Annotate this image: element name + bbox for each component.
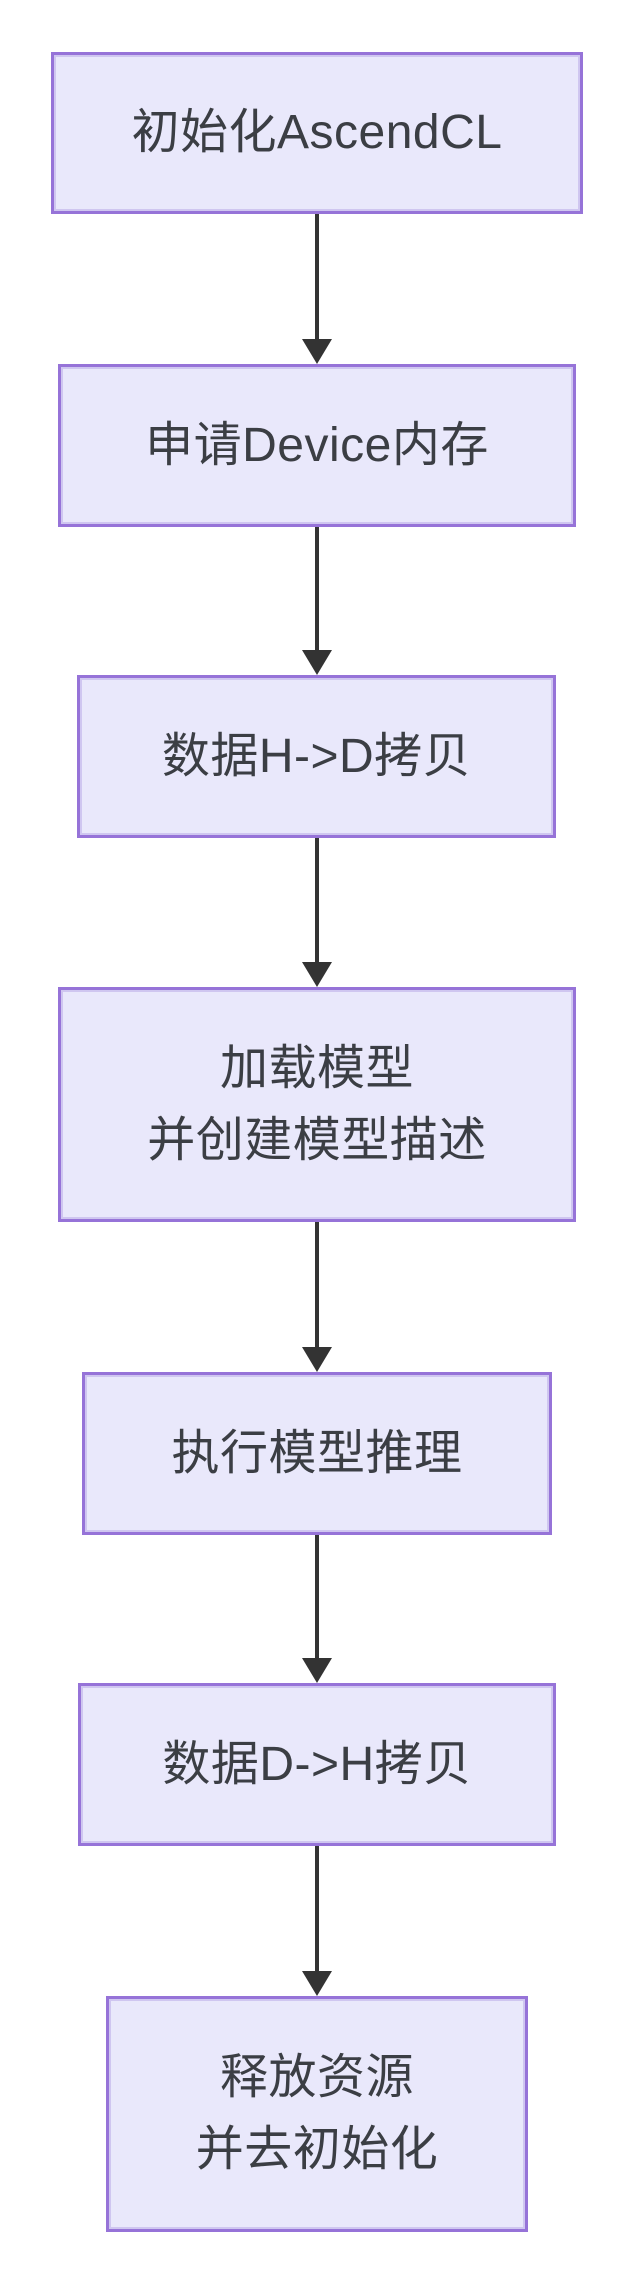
flow-node-label: 释放资源 并去初始化 <box>195 2051 439 2176</box>
flow-arrow-4 <box>301 1222 333 1372</box>
arrow-head-icon <box>302 650 332 675</box>
arrow-head-icon <box>302 339 332 364</box>
flow-node-label: 申请Device内存 <box>145 418 489 472</box>
flow-node-init-ascendcl: 初始化AscendCL <box>51 52 583 214</box>
arrow-line <box>315 214 319 342</box>
arrow-head-icon <box>302 962 332 987</box>
flow-node-label: 数据D->H拷贝 <box>162 1737 472 1791</box>
arrow-head-icon <box>302 1971 332 1996</box>
arrow-line <box>315 1222 319 1350</box>
arrow-line <box>315 527 319 653</box>
flow-node-copy-d2h: 数据D->H拷贝 <box>78 1683 556 1846</box>
flow-node-run-inference: 执行模型推理 <box>82 1372 552 1535</box>
arrow-head-icon <box>302 1347 332 1372</box>
flow-arrow-1 <box>301 214 333 364</box>
flow-node-label: 初始化AscendCL <box>131 106 503 159</box>
flow-node-label: 加载模型 并创建模型描述 <box>147 1041 487 1167</box>
flow-node-copy-h2d: 数据H->D拷贝 <box>77 675 556 838</box>
arrow-line <box>315 1535 319 1661</box>
flow-arrow-5 <box>301 1535 333 1683</box>
flow-node-label: 数据H->D拷贝 <box>161 729 472 783</box>
flow-node-alloc-device-memory: 申请Device内存 <box>58 364 576 527</box>
flow-arrow-3 <box>301 838 333 987</box>
flow-node-release-resources: 释放资源 并去初始化 <box>106 1996 528 2232</box>
arrow-head-icon <box>302 1658 332 1683</box>
arrow-line <box>315 838 319 965</box>
flow-arrow-2 <box>301 527 333 675</box>
flow-node-label: 执行模型推理 <box>171 1426 463 1480</box>
arrow-line <box>315 1846 319 1974</box>
flow-node-load-model: 加载模型 并创建模型描述 <box>58 987 576 1222</box>
flow-arrow-6 <box>301 1846 333 1996</box>
